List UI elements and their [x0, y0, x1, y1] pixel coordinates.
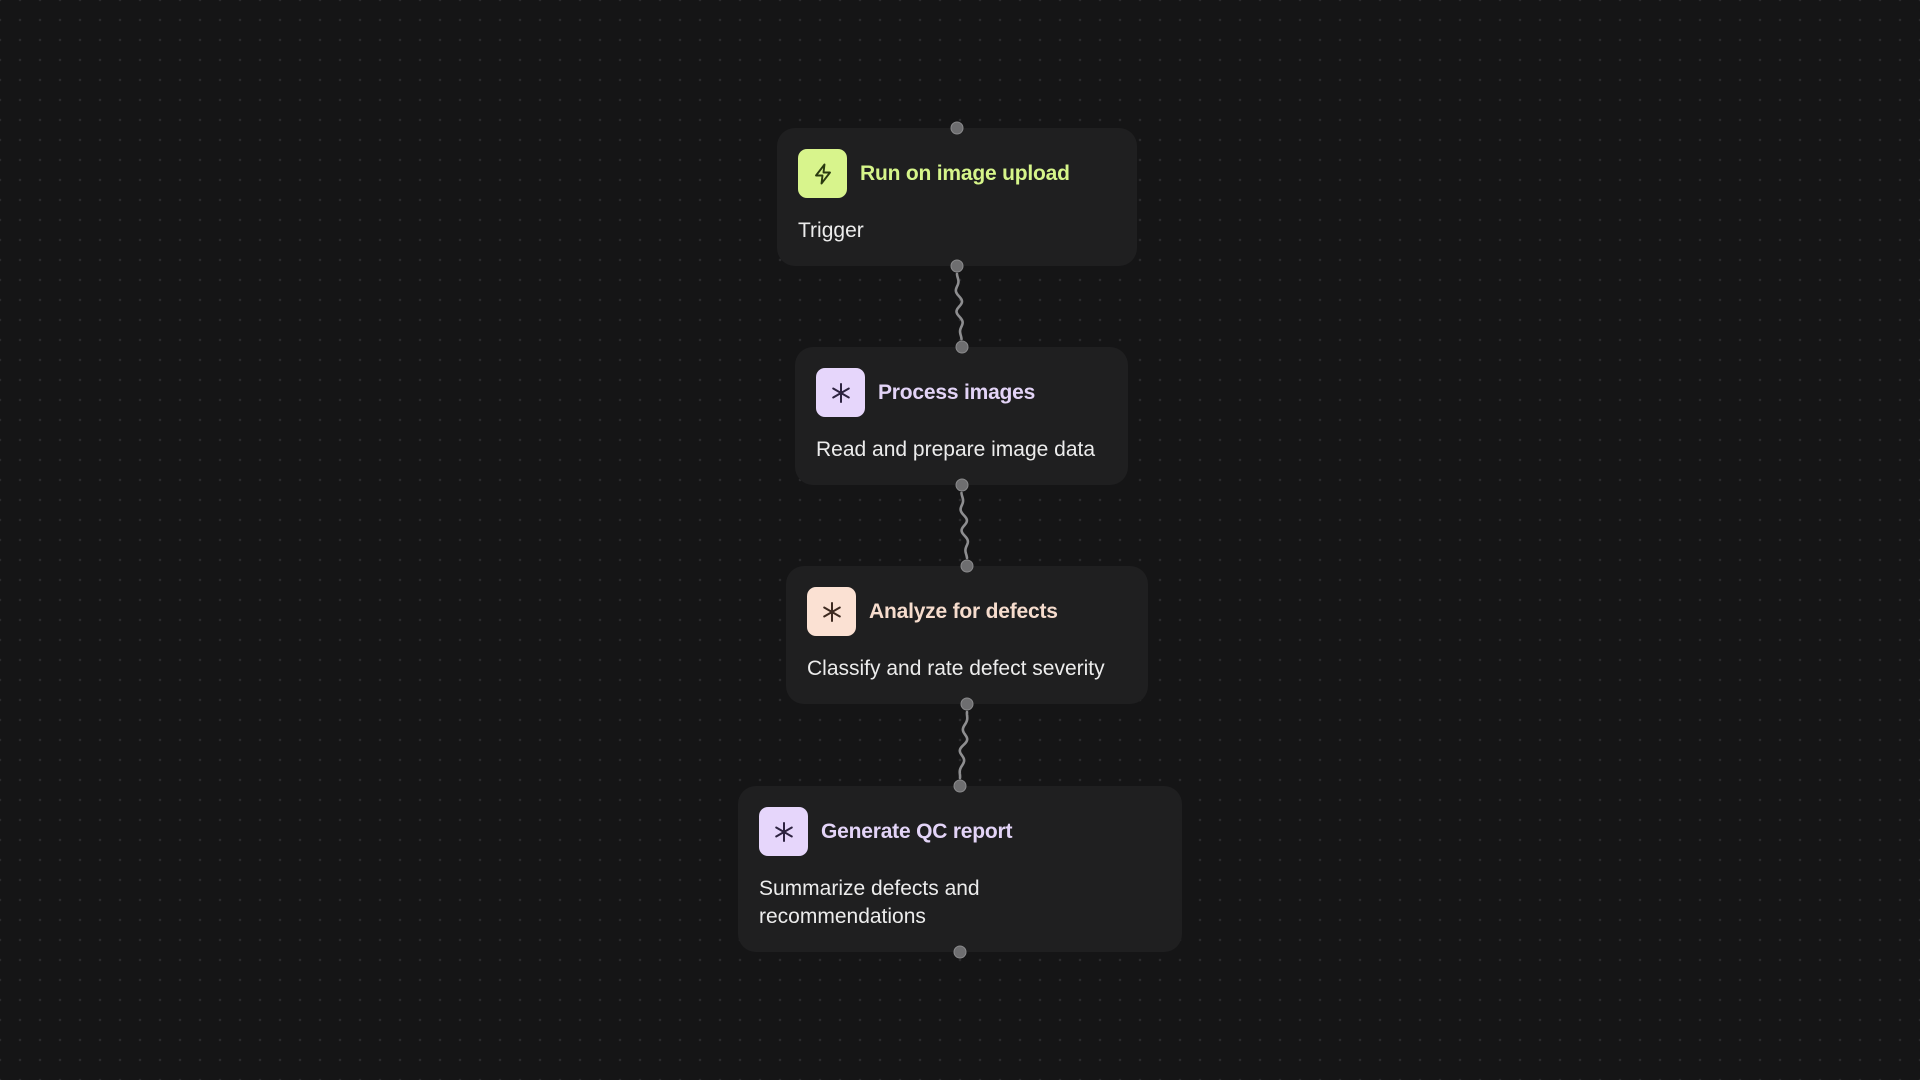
edge-analyze-to-report: [958, 710, 969, 780]
port-bottom[interactable]: [960, 697, 974, 711]
node-title: Process images: [878, 380, 1036, 404]
node-description: Read and prepare image data: [816, 438, 1096, 461]
port-bottom[interactable]: [953, 945, 967, 959]
node-header: Analyze for defects: [807, 587, 1127, 636]
port-bottom[interactable]: [955, 478, 968, 492]
node-analyze-defects[interactable]: Analyze for defects Classify and rate de…: [786, 566, 1148, 704]
node-title: Generate QC report: [821, 819, 1013, 843]
node-header: Run on image upload: [798, 149, 1116, 198]
node-trigger[interactable]: Run on image upload Trigger: [777, 128, 1137, 266]
node-process-images[interactable]: Process images Read and prepare image da…: [795, 347, 1128, 485]
port-top[interactable]: [960, 559, 974, 573]
lightning-icon: [798, 149, 847, 198]
node-description: Summarize defects and recommendations: [759, 877, 980, 928]
sparkle-icon: [759, 807, 808, 856]
edge-process-to-analyze: [959, 491, 970, 560]
node-generate-report[interactable]: Generate QC report Summarize defects and…: [738, 786, 1182, 952]
node-header: Generate QC report: [759, 807, 1161, 856]
port-top[interactable]: [955, 340, 968, 354]
edge-trigger-to-process: [954, 272, 964, 341]
node-header: Process images: [816, 368, 1107, 417]
node-description: Trigger: [798, 219, 864, 242]
port-top[interactable]: [950, 121, 964, 135]
sparkle-icon: [816, 368, 865, 417]
node-title: Run on image upload: [860, 161, 1070, 185]
sparkle-icon: [807, 587, 856, 636]
node-description: Classify and rate defect severity: [807, 657, 1105, 680]
port-bottom[interactable]: [950, 259, 964, 273]
port-top[interactable]: [953, 779, 967, 793]
node-title: Analyze for defects: [869, 599, 1058, 623]
